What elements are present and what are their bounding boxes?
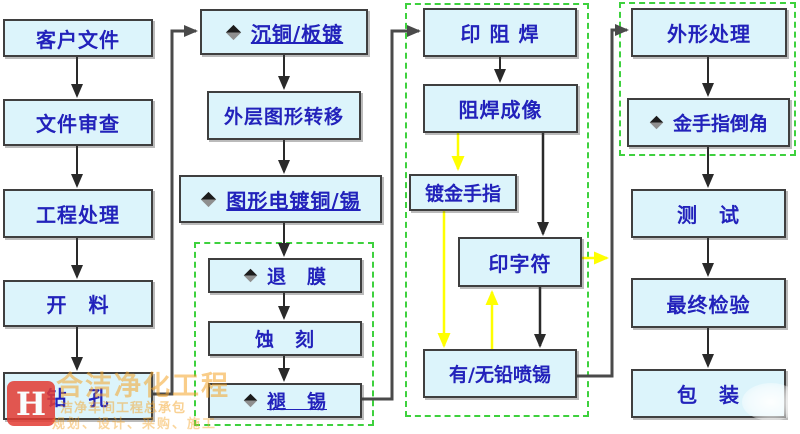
step-gold-finger-plating: 镀金手指 (409, 174, 517, 211)
step-label: 开 料 (46, 293, 110, 317)
diamond-bullet-icon (225, 24, 242, 41)
step-file-review: 文件审查 (3, 99, 153, 146)
step-label: 印字符 (488, 251, 552, 276)
step-label: 工程处理 (36, 203, 120, 227)
step-pattern-plating: 图形电镀铜/锡 (179, 175, 382, 223)
step-label: 最终检验 (666, 292, 751, 317)
step-packaging: 包 装 (631, 369, 786, 418)
step-label: 镀金手指 (424, 183, 501, 205)
step-silkscreen: 印字符 (458, 237, 582, 287)
step-label: 钻 孔 (46, 385, 110, 410)
step-label: 外层图形转移 (223, 106, 344, 128)
step-label: 金手指倒角 (672, 113, 768, 135)
step-label: 印 阻 焊 (460, 22, 540, 46)
step-solder-mask-imaging: 阻焊成像 (423, 84, 578, 133)
step-label-link[interactable]: 褪 锡 (266, 391, 327, 413)
step-final-inspection: 最终检验 (631, 278, 786, 328)
step-engineering: 工程处理 (3, 189, 153, 238)
step-cutting: 开 料 (3, 280, 153, 327)
step-profile-processing: 外形处理 (631, 8, 787, 57)
diamond-bullet-icon (649, 115, 664, 130)
step-label: 文件审查 (36, 112, 120, 136)
step-copper-deposition: 沉铜/板镀 (200, 9, 368, 55)
group-soldermask-finish-frame (405, 3, 589, 417)
step-label: 包 装 (677, 383, 740, 407)
step-label: 有/无铅喷锡 (449, 364, 551, 386)
step-label-link[interactable]: 图形电镀铜/锡 (226, 188, 361, 213)
step-drilling: 钻 孔 (3, 372, 153, 420)
step-gold-finger-bevel: 金手指倒角 (627, 98, 790, 147)
step-etching: 蚀 刻 (208, 321, 362, 356)
step-hasl: 有/无铅喷锡 (423, 349, 577, 398)
step-label: 测 试 (677, 203, 740, 227)
diamond-bullet-icon (243, 393, 258, 408)
step-solder-mask-print: 印 阻 焊 (423, 8, 577, 57)
step-label-link[interactable]: 沉铜/板镀 (250, 21, 344, 46)
step-label: 蚀 刻 (254, 329, 315, 351)
step-label: 退 膜 (266, 266, 327, 288)
step-customer-files: 客户文件 (3, 19, 153, 57)
step-film-stripping: 退 膜 (208, 258, 362, 293)
diamond-bullet-icon (200, 191, 217, 208)
step-label: 阻焊成像 (458, 98, 543, 122)
step-tin-stripping: 褪 锡 (208, 383, 362, 418)
step-testing: 测 试 (631, 189, 786, 238)
step-label: 客户文件 (36, 27, 120, 52)
diamond-bullet-icon (243, 268, 258, 283)
step-label: 外形处理 (667, 22, 751, 46)
step-outer-layer-transfer: 外层图形转移 (207, 91, 361, 140)
